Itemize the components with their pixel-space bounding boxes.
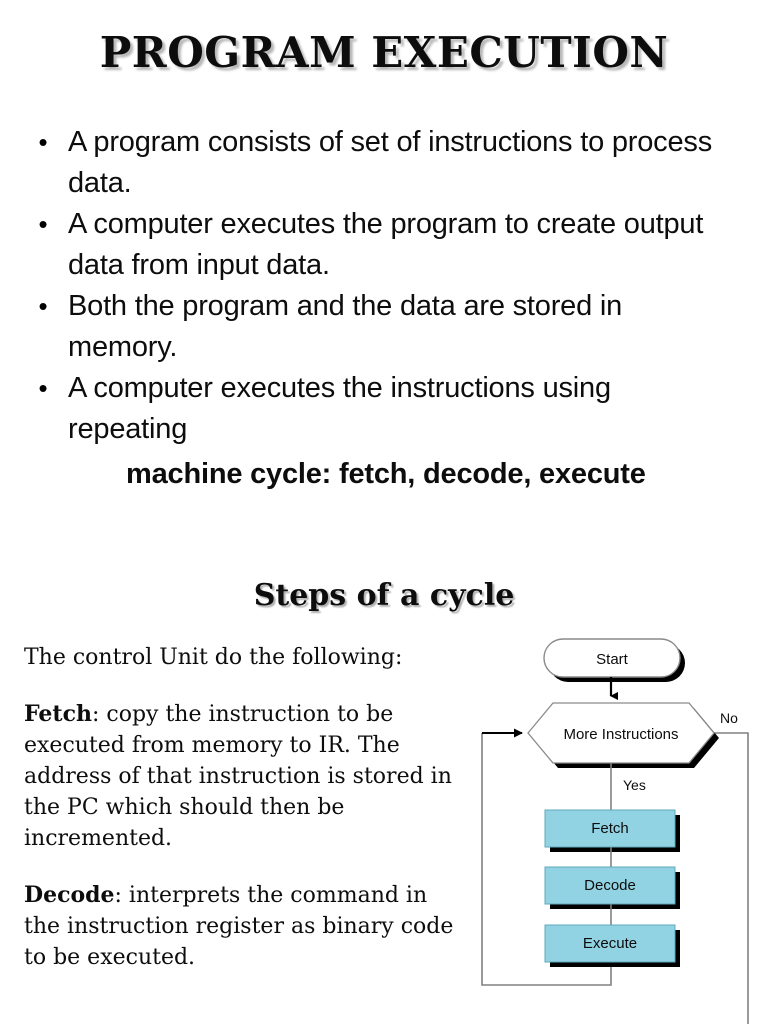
list-item-text: Both the program and the data are stored… [68, 290, 623, 363]
decision-node: More Instructions [527, 702, 719, 768]
bullet-marker-icon: • [38, 127, 48, 157]
list-item-text: A computer executes the program to creat… [68, 208, 704, 281]
start-terminator: Start [543, 638, 685, 682]
process-node-decode: Decode [544, 866, 680, 909]
fetch-paragraph-text: : copy the instruction to be executed fr… [24, 702, 452, 851]
machine-cycle-line: machine cycle: fetch, decode, execute [126, 458, 646, 490]
page-title: PROGRAM EXECUTION [99, 28, 669, 77]
section-heading: Steps of a cycle [253, 578, 515, 613]
list-item-text: A computer executes the instructions usi… [68, 372, 611, 445]
list-item: • Both the program and the data are stor… [18, 286, 718, 368]
process-label-fetch: Fetch [591, 820, 629, 837]
process-node-execute: Execute [544, 924, 680, 967]
decision-label: More Instructions [563, 726, 678, 743]
intro-paragraph: The control Unit do the following: [24, 645, 403, 670]
fetch-paragraph: Fetch: copy the instruction to be execut… [24, 699, 454, 854]
bullet-marker-icon: • [38, 209, 48, 239]
bullet-marker-icon: • [38, 373, 48, 403]
branch-label-yes: Yes [623, 777, 646, 793]
bullet-marker-icon: • [38, 291, 48, 321]
start-label: Start [596, 651, 629, 668]
machine-cycle-flowchart: Start More Instructions No Yes Fetch Dec… [470, 620, 768, 1024]
decode-lead-word: Decode [24, 882, 115, 908]
body-text-column: The control Unit do the following: Fetch… [24, 642, 454, 973]
process-node-fetch: Fetch [544, 809, 680, 852]
list-item: • A computer executes the instructions u… [18, 368, 718, 450]
fetch-lead-word: Fetch [24, 701, 92, 727]
no-branch-connector [713, 732, 749, 1024]
process-label-execute: Execute [583, 935, 637, 952]
process-label-decode: Decode [584, 877, 636, 894]
feedback-loop-connector [481, 728, 612, 986]
bullet-list: • A program consists of set of instructi… [18, 122, 718, 495]
branch-label-no: No [720, 710, 738, 726]
decode-paragraph-text: : interprets the command in the instruct… [24, 883, 454, 970]
list-item: • A computer executes the program to cre… [18, 204, 718, 286]
list-item: • A program consists of set of instructi… [18, 122, 718, 204]
decode-paragraph: Decode: interprets the command in the in… [24, 880, 454, 973]
list-item-text: A program consists of set of instruction… [68, 126, 712, 199]
